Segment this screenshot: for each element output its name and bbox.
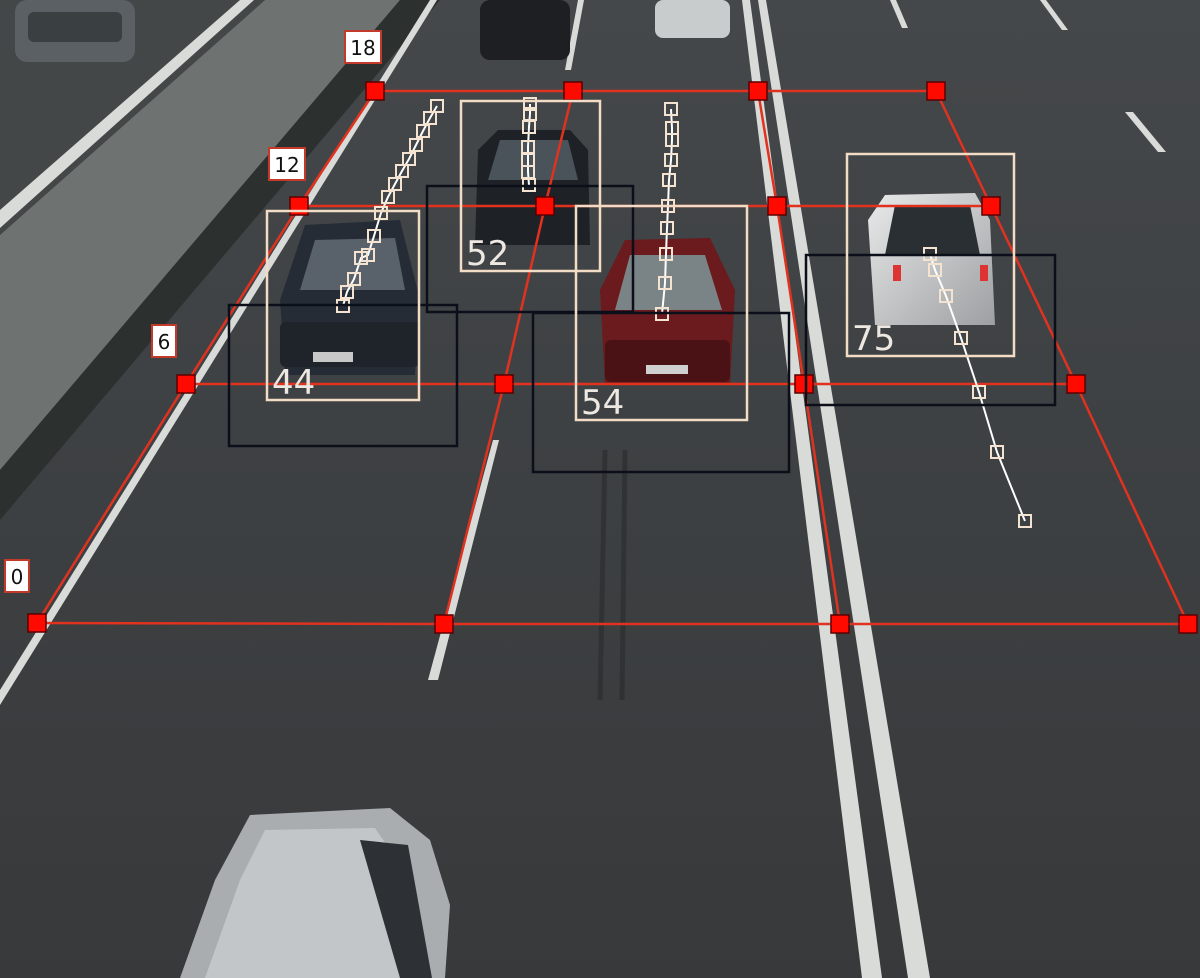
detection-box [804, 253, 1057, 407]
grid-marker [27, 613, 47, 633]
grid-line [184, 205, 301, 385]
trajectory-point [659, 247, 673, 261]
distance-label-box [268, 147, 306, 181]
trajectory-point [990, 445, 1004, 459]
background-vehicles [15, 0, 730, 62]
grid-line [35, 383, 188, 624]
grid-marker [494, 374, 514, 394]
grid-line [756, 90, 779, 207]
trajectory-point [658, 276, 672, 290]
tracked-vehicle-box [459, 99, 602, 273]
grid-marker [365, 81, 385, 101]
trajectory-point [928, 263, 942, 277]
grid-marker [748, 81, 768, 101]
trajectory-point [660, 221, 674, 235]
trajectory-point [664, 153, 678, 167]
trajectory-point [367, 229, 381, 243]
trajectory-point [972, 385, 986, 399]
grid-marker [926, 81, 946, 101]
trajectory-point [664, 102, 678, 116]
speed-label: 54 [581, 383, 624, 423]
grid-marker [563, 81, 583, 101]
grid-marker [434, 614, 454, 634]
tracked-vehicle-box [265, 209, 421, 402]
tracked-vehicle-box [845, 152, 1016, 358]
trajectory-point [416, 124, 430, 138]
trajectory-point [522, 120, 536, 134]
detection-box-layer [227, 184, 1057, 474]
trajectory-point [381, 190, 395, 204]
distance-label-box [151, 324, 177, 358]
trajectory-point [1018, 514, 1032, 528]
distance-label-layer: 0 6 12 18 [4, 30, 382, 593]
distance-label: 12 [274, 153, 299, 177]
detection-box [531, 311, 791, 474]
distance-label: 6 [158, 330, 171, 354]
trajectory-point [523, 97, 537, 111]
vehicle-car [475, 130, 590, 245]
grid-marker [830, 614, 850, 634]
grid-line [36, 621, 445, 626]
grid-marker [981, 196, 1001, 216]
trajectory-point [409, 138, 423, 152]
grid-marker [767, 196, 787, 216]
trajectory-point [662, 173, 676, 187]
speed-label: 75 [852, 319, 895, 359]
trajectory-point [340, 285, 354, 299]
vehicle-trajectory [929, 253, 1026, 522]
trajectory-point [954, 331, 968, 345]
curb-barrier [0, 0, 440, 520]
grid-marker [289, 196, 309, 216]
grid-line [989, 205, 1078, 385]
grid-marker [1178, 614, 1198, 634]
tracked-vehicle-layer: 44 52 54 75 [265, 99, 1016, 423]
grid-line [775, 205, 806, 385]
tire-marks [597, 449, 628, 701]
distance-label: 18 [350, 36, 375, 60]
foreground-vehicle [180, 808, 450, 978]
speed-label: 52 [466, 234, 509, 274]
vehicle-trajectory [527, 104, 531, 186]
trajectory-point [665, 133, 679, 147]
trajectory-point [939, 289, 953, 303]
grid-line [442, 383, 506, 625]
trajectory-layer [336, 97, 1032, 528]
lane-markings [0, 0, 1166, 978]
detection-box [227, 303, 459, 448]
grid-marker [794, 374, 814, 394]
trajectory-point [354, 251, 368, 265]
grid-line [502, 205, 547, 385]
detection-box [425, 184, 635, 314]
distance-label: 0 [11, 565, 24, 589]
tracked-vehicle-box [574, 204, 749, 422]
grid-line [1074, 383, 1190, 625]
grid-line [297, 90, 377, 207]
grid-marker [176, 374, 196, 394]
grid-line [934, 90, 993, 207]
speed-label: 44 [272, 363, 315, 403]
distance-label-box [4, 559, 30, 593]
distance-label-box [344, 30, 382, 64]
grid-line [802, 383, 842, 625]
grid-marker [535, 196, 555, 216]
grid-marker [1066, 374, 1086, 394]
trajectory-point [374, 206, 388, 220]
